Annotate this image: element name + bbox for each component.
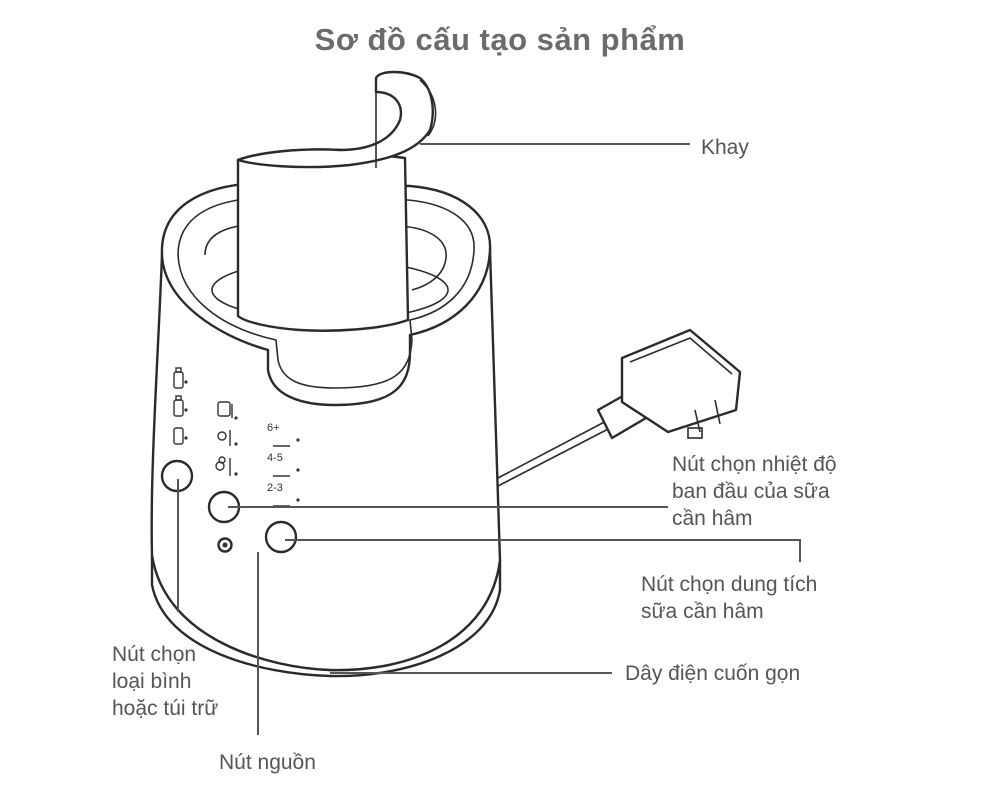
volume-button-label: Nút chọn dung tích sữa cần hâm	[641, 571, 817, 625]
volume-mark-4-5: 4-5	[267, 452, 283, 464]
bag-icon	[173, 427, 184, 445]
bottle-type-button-label-line: hoặc túi trữ	[112, 697, 219, 720]
temperature-button-label-line: ban đầu của sữa	[672, 480, 830, 503]
cord-label: Dây điện cuốn gọn	[625, 662, 801, 685]
diagram-title: Sơ đồ cấu tạo sản phẩm	[314, 22, 686, 57]
temperature-button-label-line: Nút chọn nhiệt độ	[672, 453, 837, 476]
frozen-icon	[217, 401, 231, 417]
volume-button	[264, 520, 298, 554]
leader-lines	[177, 143, 801, 735]
bottle-type-button-label-line: Nút chọn	[112, 643, 197, 666]
volume-button-label-line: Nút chọn dung tích	[641, 573, 818, 596]
volume-mark-2-3: 2-3	[267, 482, 283, 494]
volume-button-label-line: sữa cần hâm	[641, 600, 764, 623]
temperature-button-label: Nút chọn nhiệt độ ban đầu của sữa cần hâ…	[672, 451, 837, 532]
temperature-icons	[215, 401, 238, 476]
bottle-type-button-label: Nút chọn loại bình hoặc túi trữ	[112, 641, 218, 722]
fridge-icon	[217, 431, 227, 441]
tray	[236, 70, 437, 332]
bottle-type-icons	[173, 367, 188, 445]
temperature-button-label-line: cần hâm	[672, 507, 753, 530]
tray-label: Khay	[701, 136, 749, 159]
warmer-body	[150, 248, 502, 672]
volume-mark-6: 6+	[267, 422, 280, 434]
bottle-type-button-label-line: loại bình	[112, 670, 192, 693]
power-button-label: Nút nguồn	[219, 751, 316, 774]
power-cord	[497, 328, 742, 487]
volume-leader	[285, 539, 801, 562]
